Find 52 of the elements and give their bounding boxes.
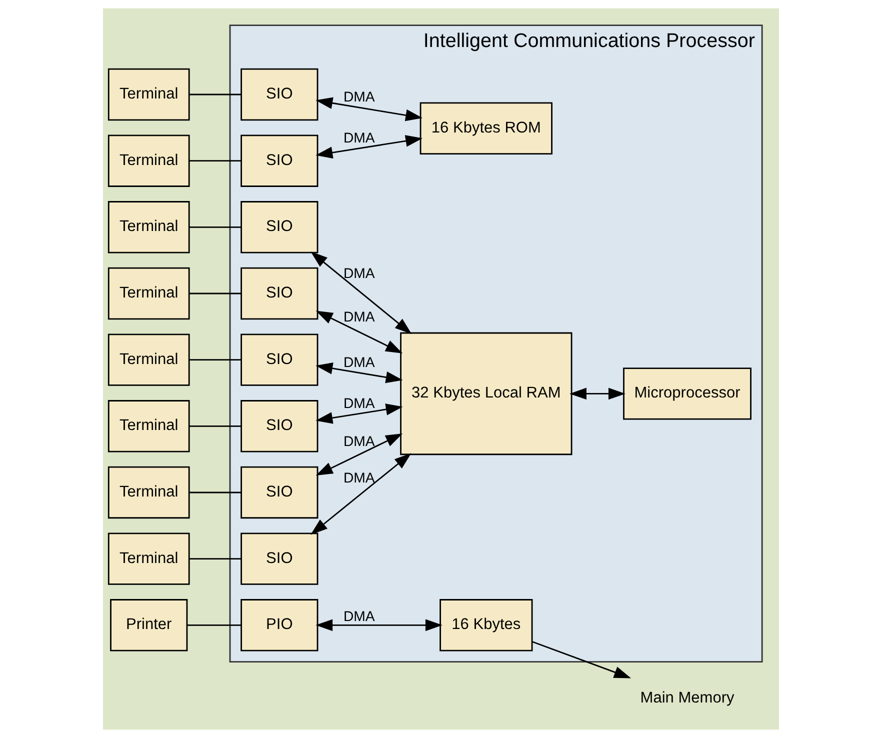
- node-box: Terminal: [108, 400, 190, 452]
- edge-label: DMA: [343, 88, 375, 105]
- node-box: PIO: [240, 599, 318, 652]
- connector: [189, 492, 241, 494]
- edge-label: DMA: [343, 354, 375, 370]
- node-box: SIO: [240, 400, 318, 452]
- node-box: SIO: [240, 334, 318, 386]
- connector: [189, 558, 241, 560]
- arrow: [310, 453, 412, 535]
- node-box: Printer: [110, 599, 188, 652]
- connector: [189, 94, 241, 96]
- connector: [189, 292, 241, 294]
- connector: [189, 425, 241, 427]
- arrow: [310, 251, 412, 334]
- node-box: SIO: [240, 466, 318, 519]
- arrow: [316, 433, 403, 476]
- edge-label: DMA: [343, 264, 375, 281]
- connector: [189, 160, 241, 162]
- arrow: [316, 310, 403, 354]
- edge-label: DMA: [343, 470, 375, 486]
- edge-label: DMA: [343, 432, 375, 449]
- node-box: SIO: [240, 201, 318, 254]
- node-box: Microprocessor: [623, 368, 752, 420]
- arrow: [532, 640, 632, 678]
- arrow: [570, 388, 626, 400]
- arrow: [316, 135, 423, 158]
- node-text: Main Memory: [640, 689, 734, 706]
- node-box: Terminal: [108, 68, 190, 121]
- node-box: Terminal: [108, 532, 190, 585]
- arrow: [316, 362, 403, 384]
- edge-label: DMA: [343, 608, 375, 624]
- node-box: SIO: [240, 267, 318, 320]
- node-box: Terminal: [108, 134, 190, 187]
- node-box: SIO: [240, 134, 318, 187]
- node-box: 32 Kbytes Local RAM: [400, 332, 572, 456]
- edge-label: DMA: [343, 129, 375, 146]
- arrow: [316, 404, 403, 424]
- connector: [189, 359, 241, 361]
- node-box: 16 Kbytes: [440, 599, 533, 652]
- node-box: Terminal: [108, 466, 190, 519]
- node-box: Terminal: [108, 201, 190, 254]
- node-box: Terminal: [108, 334, 190, 386]
- edge-label: DMA: [343, 394, 375, 411]
- arrow: [316, 97, 423, 122]
- node-box: SIO: [240, 68, 318, 121]
- connector: [189, 226, 241, 228]
- edge-label: DMA: [343, 308, 375, 325]
- connector: [187, 624, 242, 626]
- node-box: SIO: [240, 532, 318, 585]
- node-box: Terminal: [108, 267, 190, 320]
- arrow: [316, 619, 442, 632]
- node-box: 16 Kbytes ROM: [420, 102, 552, 154]
